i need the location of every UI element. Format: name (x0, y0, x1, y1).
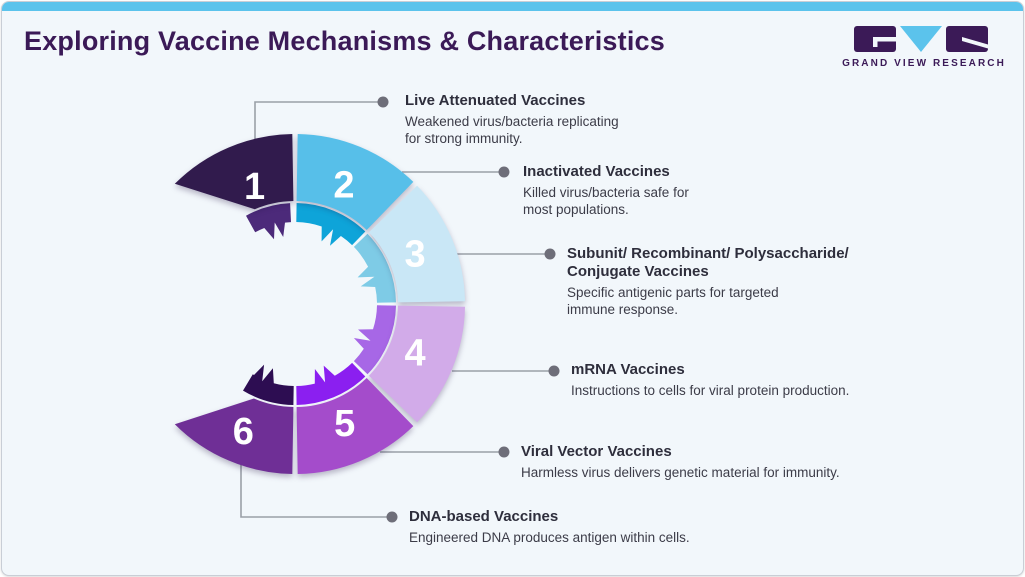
page-title: Exploring Vaccine Mechanisms & Character… (24, 26, 665, 56)
segment-wedge-5 (296, 378, 414, 474)
segment-wedge-2 (296, 134, 414, 230)
segment-number: 3 (405, 233, 426, 275)
segment-wedge-1 (174, 134, 294, 210)
gvr-logo-glyphs (854, 26, 988, 52)
note-dna-based: DNA-based Vaccines Engineered DNA produc… (409, 508, 690, 546)
segment-band-2 (296, 203, 366, 246)
segment-band-6 (243, 364, 294, 405)
leader-bullet-2 (498, 166, 510, 178)
note-description: Instructions to cells for viral protein … (571, 383, 850, 398)
note-title: mRNA Vaccines (571, 361, 685, 378)
segment-band-4 (353, 305, 396, 375)
note-description: Killed virus/bacteria safe for most popu… (523, 185, 689, 217)
gvr-logo: GRAND VIEW RESEARCH (842, 26, 1004, 69)
note-title: Viral Vector Vaccines (521, 443, 672, 460)
note-title: Inactivated Vaccines (523, 163, 670, 180)
segment-number: 6 (233, 411, 254, 453)
leader-line-1 (254, 101, 382, 142)
leader-bullet-3 (544, 248, 556, 260)
note-title: Live Attenuated Vaccines (405, 92, 586, 109)
note-inactivated: Inactivated Vaccines Killed virus/bacter… (523, 163, 689, 218)
segment-number: 2 (333, 165, 354, 207)
brand-name: GRAND VIEW RESEARCH (842, 58, 1006, 69)
note-description: Engineered DNA produces antigen within c… (409, 530, 690, 545)
note-description: Weakened virus/bacteria replicating for … (405, 114, 619, 146)
note-mrna: mRNA Vaccines Instructions to cells for … (571, 361, 849, 399)
note-title: DNA-based Vaccines (409, 508, 559, 525)
segment-band-3 (353, 233, 396, 303)
segment-band-1 (246, 203, 291, 240)
leader-bullet-6 (386, 511, 398, 523)
note-viral-vector: Viral Vector Vaccines Harmless virus del… (521, 443, 840, 481)
leader-line-6 (240, 464, 390, 518)
segment-wedge-4 (369, 305, 465, 423)
segment-number: 1 (244, 166, 265, 208)
note-live-attenuated: Live Attenuated Vaccines Weakened virus/… (405, 92, 619, 147)
v-glyph-icon (900, 26, 942, 52)
note-subunit: Subunit/ Recombinant/ Polysaccharide/ Co… (567, 245, 849, 318)
segment-wedge-6 (174, 398, 294, 474)
segment-band-5 (296, 362, 366, 405)
top-accent-bar (2, 2, 1023, 11)
note-description: Specific antigenic parts for targeted im… (567, 285, 779, 317)
leader-bullet-4 (548, 365, 560, 377)
note-title: Subunit/ Recombinant/ Polysaccharide/ Co… (567, 245, 849, 280)
segment-wedge-3 (369, 185, 465, 303)
segment-number: 5 (334, 403, 355, 445)
donut-segments: 1 2 3 4 5 6 (174, 134, 465, 474)
segment-number: 4 (405, 333, 426, 375)
leader-bullet-1 (377, 96, 389, 108)
note-description: Harmless virus delivers genetic material… (521, 465, 840, 480)
leader-bullet-5 (498, 446, 510, 458)
